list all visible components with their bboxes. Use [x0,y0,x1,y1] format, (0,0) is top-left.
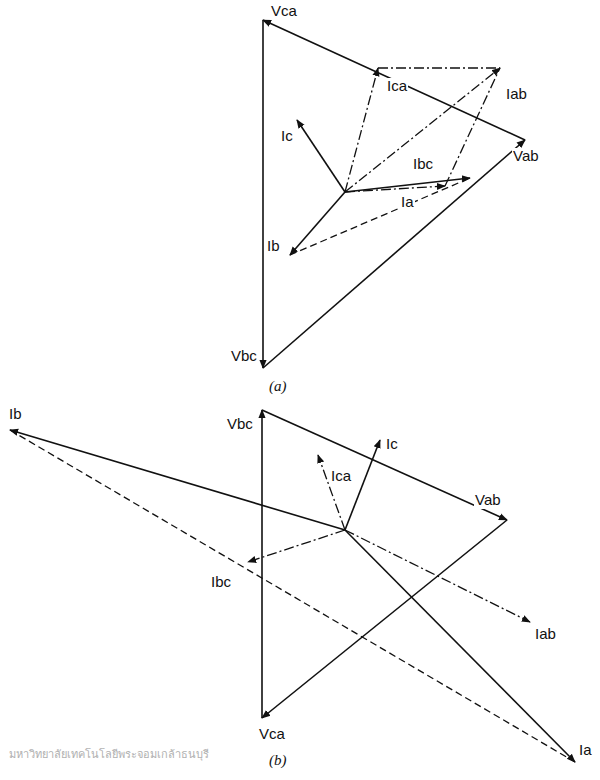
construction-line [378,67,500,68]
voltage-label: Vbc [226,416,254,433]
voltage-label: Vbc [230,348,258,365]
voltage-phasor [262,20,264,368]
voltage-label: Vab [512,148,540,165]
current-label: Ibc [412,156,434,173]
current-phasor [345,186,445,192]
voltage-phasor [263,20,525,140]
current-phasor [297,120,345,192]
voltage-phasor [262,410,507,520]
voltage-phasor [261,410,263,718]
construction-line [445,68,500,186]
voltage-label: Vab [474,492,502,509]
current-label: Ic [385,436,399,453]
watermark: มหาวิทยาลัยเทคโนโลยีพระจอมเกล้าธนบุรี [8,748,210,760]
current-label: Iab [505,86,528,103]
current-phasor [345,178,470,192]
current-label: Ia [578,742,593,759]
voltage-label: Vca [258,726,286,743]
current-phasor [345,440,380,530]
current-label: Ibc [210,574,232,591]
voltage-label: Vca [270,3,298,20]
construction-line [10,430,575,762]
current-phasor [248,530,345,562]
figure-label: (a) [268,378,288,395]
current-label: Ica [330,468,352,485]
current-phasor [290,192,345,255]
current-phasor [318,455,345,530]
current-label: Ica [386,78,408,95]
current-label: Ia [400,194,415,211]
current-phasor [345,530,575,762]
voltage-phasor [263,140,525,368]
current-label: Ib [266,238,281,255]
current-label: Iab [534,626,557,643]
current-label: Ic [280,128,294,145]
current-phasor [345,68,378,192]
current-phasor [345,530,530,622]
construction-line [290,178,470,255]
current-label: Ib [8,406,23,423]
current-phasor [345,68,500,192]
figure-label: (b) [268,752,288,769]
current-phasor [10,430,345,530]
